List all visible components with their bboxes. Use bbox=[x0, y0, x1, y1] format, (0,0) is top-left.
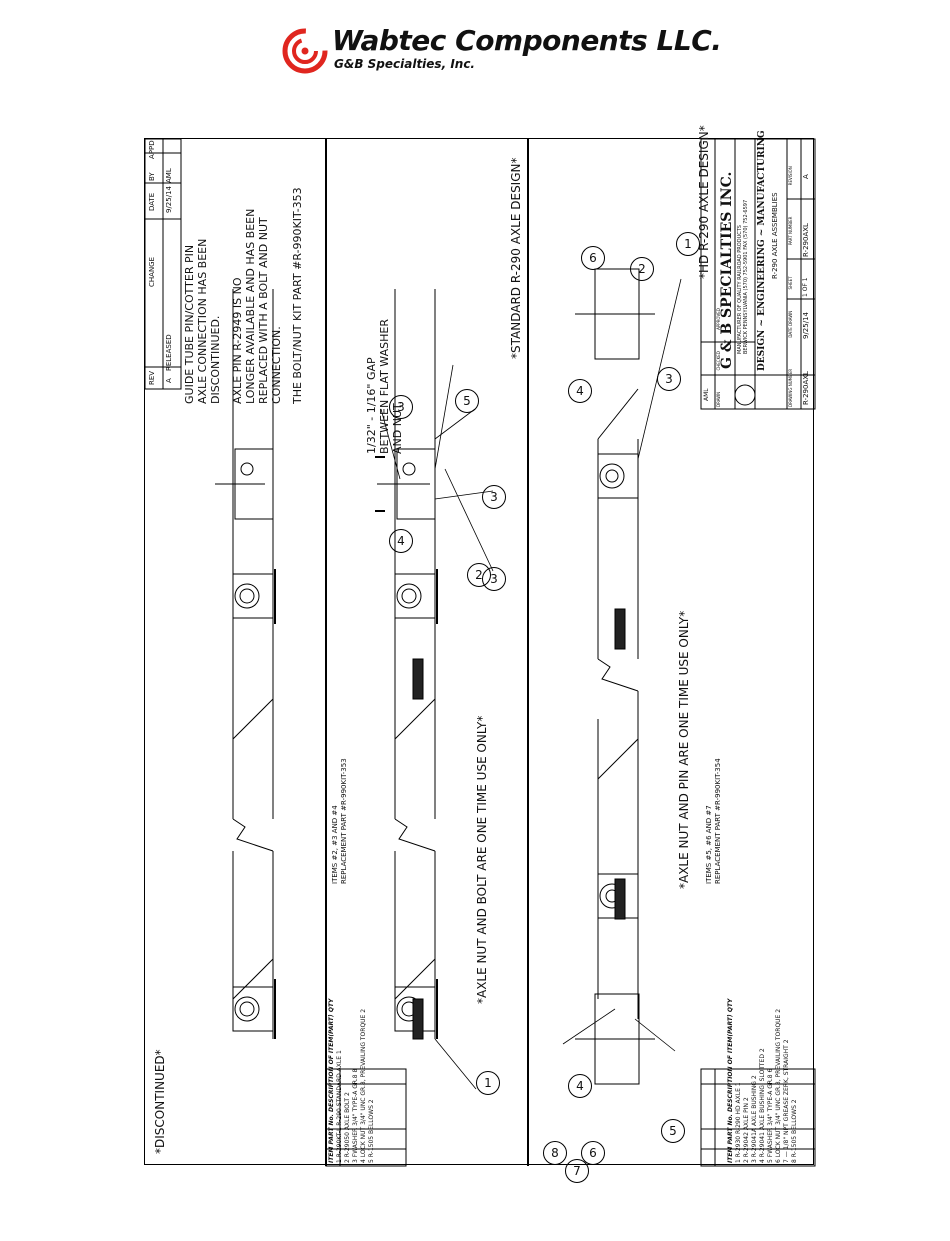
hd-bom-note: ITEMS #5, #6 AND #7 REPLACEMENT PART #R-… bbox=[705, 758, 722, 884]
wabtec-logo-icon bbox=[282, 28, 328, 74]
title-block-labels: DRAWN CHECKED APPROVED bbox=[716, 308, 721, 407]
title-block-revision: A bbox=[802, 174, 810, 179]
title-block-company: G & B SPECIALTIES INC. bbox=[719, 171, 735, 369]
table-row: 6 LOCK NUT 3/4" UNC GR.8, PREVAILING TOR… bbox=[775, 1008, 782, 1163]
item-balloon: 4 bbox=[568, 379, 592, 403]
title-block-motto: DESIGN ~ ENGINEERING ~ MANUFACTURING bbox=[757, 130, 767, 371]
drawing-canvas bbox=[144, 138, 816, 1167]
leader-lines bbox=[380, 278, 682, 1090]
item-balloon: 3 bbox=[657, 367, 681, 391]
title-block-sheet: 1 OF 1 bbox=[802, 277, 809, 297]
table-row: 5 R-1505 BELLOWS 2 bbox=[368, 1099, 375, 1163]
item-balloon: 3 bbox=[389, 395, 413, 419]
table-row: 1 R-290KT-L R-290 STANDARD AXLE 1 bbox=[336, 1050, 343, 1163]
standard-bom-grid bbox=[325, 1068, 407, 1167]
table-row: 7 — 1/8" NPT GREASE ZERK, STRAIGHT 2 bbox=[783, 1039, 790, 1163]
title-block-tagline: MANUFACTURER OF QUALITY RAILROAD PRODUCT… bbox=[737, 199, 749, 354]
title-block-field-labels: DRAWING NUMBER DATE DRAWN SHEET PART NUM… bbox=[788, 166, 793, 407]
subsidiary-name: G&B Specialties, Inc. bbox=[334, 57, 475, 71]
item-balloon: 3 bbox=[482, 485, 506, 509]
item-balloon: 1 bbox=[476, 1071, 500, 1095]
hd-one-time-use: *AXLE NUT AND PIN ARE ONE TIME USE ONLY* bbox=[677, 610, 691, 889]
item-balloon: 5 bbox=[661, 1119, 685, 1143]
title-block-drawn: AML bbox=[703, 388, 710, 401]
note-bolt-nut-kit: THE BOLT/NUT KIT PART #R-990KIT-353 bbox=[291, 187, 304, 404]
table-row: 2 R-29050 AXLE BOLT 2 bbox=[344, 1092, 351, 1163]
discontinued-label: *DISCONTINUED* bbox=[153, 1049, 167, 1154]
title-block-title: R-290 AXLE ASSEMBLIES bbox=[771, 192, 779, 279]
table-row: 4 LOCK NUT 3/4" UNC GR.8, PREVAILING TOR… bbox=[360, 1008, 367, 1163]
title-block-date: 9/25/14 bbox=[802, 312, 810, 339]
drawing-sheet: 1 2 3 3 3 4 5 1 2 3 4 4 5 6 6 7 8 *DISCO… bbox=[144, 125, 816, 1183]
table-row: 5 FWASHER 3/4" TYPE-A GR.8 6 bbox=[767, 1068, 774, 1163]
item-balloon: 1 bbox=[676, 232, 700, 256]
revision-block bbox=[144, 138, 182, 390]
standard-axle-drawing bbox=[375, 289, 438, 1040]
company-logo: Wabtec Components LLC. G&B Specialties, … bbox=[280, 22, 722, 82]
standard-bom-table: ITEM PART No. DESCRIPTION OF ITEM(PART) … bbox=[328, 998, 375, 1163]
hd-bom-table: ITEM PART No. DESCRIPTION OF ITEM(PART) … bbox=[727, 998, 798, 1163]
item-balloon: 2 bbox=[630, 257, 654, 281]
gap-note: 1/32" - 1/16" GAP BETWEEN FLAT WASHER AN… bbox=[365, 319, 404, 454]
item-balloon: 4 bbox=[389, 529, 413, 553]
table-row: 3 FWASHER 3/4" TYPE-A GR.8 8 bbox=[352, 1068, 359, 1163]
note-guide-tube: GUIDE TUBE PIN/COTTER PIN AXLE CONNECTIO… bbox=[183, 238, 222, 404]
item-balloon: 3 bbox=[482, 567, 506, 591]
item-balloon: 8 bbox=[543, 1141, 567, 1165]
table-row: 3 R-29041A AXLE BUSHING 2 bbox=[751, 1075, 758, 1163]
table-row: 8 R-1505 BELLOWS 2 bbox=[791, 1099, 798, 1163]
standard-design-label: *STANDARD R-290 AXLE DESIGN* bbox=[509, 157, 523, 360]
item-balloon: 6 bbox=[581, 1141, 605, 1165]
title-block-part-number: R-290AXL bbox=[802, 223, 810, 257]
item-balloon: 6 bbox=[581, 246, 605, 270]
item-balloon: 7 bbox=[565, 1159, 589, 1183]
discontinued-axle-drawing bbox=[215, 289, 276, 1039]
title-block-drawing-number: R-290AXL bbox=[802, 371, 810, 405]
table-row: 2 R-29042 AXLE PIN 2 bbox=[743, 1097, 750, 1163]
item-balloon: 5 bbox=[455, 389, 479, 413]
hd-design-label: *HD R-290 AXLE DESIGN* bbox=[697, 125, 711, 279]
standard-one-time-use: *AXLE NUT AND BOLT ARE ONE TIME USE ONLY… bbox=[475, 715, 489, 1004]
standard-bom-note: ITEMS #2, #3 AND #4 REPLACEMENT PART #R-… bbox=[331, 758, 348, 884]
table-row: 1 R-2930 R-290 HD AXLE 1 bbox=[735, 1082, 742, 1163]
title-block bbox=[700, 138, 816, 410]
note-axle-pin: AXLE PIN R-2949 IS NO LONGER AVAILABLE A… bbox=[231, 208, 283, 404]
table-row: 4 R-29041 AXLE BUSHING, SLOTTED 2 bbox=[759, 1048, 766, 1163]
gb-seal-icon bbox=[734, 384, 756, 406]
hd-axle-drawing bbox=[575, 268, 655, 1085]
item-balloon: 4 bbox=[568, 1074, 592, 1098]
hd-bom-grid bbox=[700, 1068, 816, 1167]
company-name: Wabtec Components LLC. bbox=[332, 24, 722, 57]
